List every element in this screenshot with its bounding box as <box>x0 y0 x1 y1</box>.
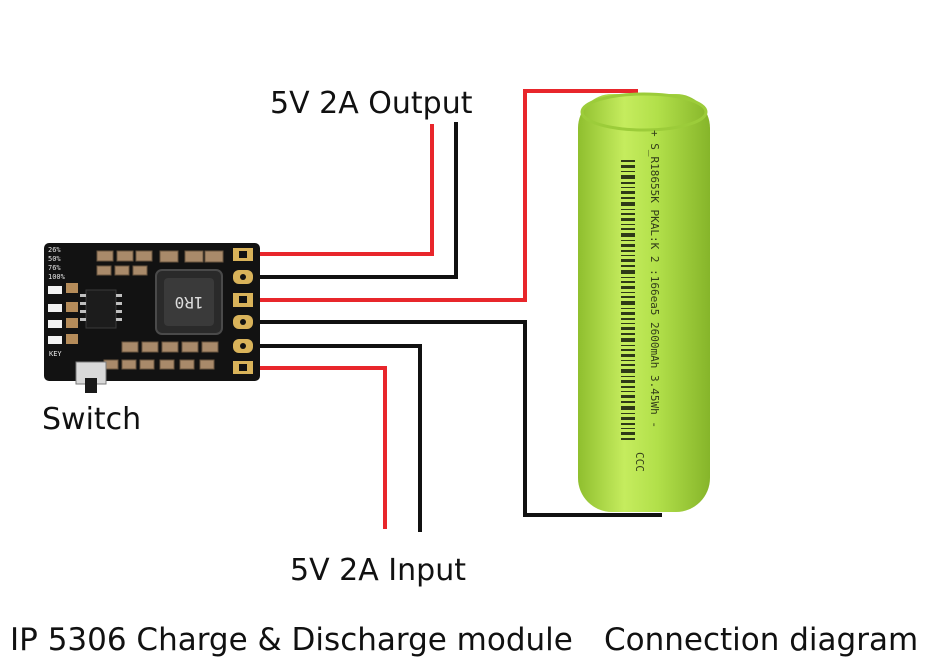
output-positive-wire <box>256 124 434 256</box>
led-resistor-1 <box>66 283 78 293</box>
input-negative-wire <box>256 344 422 532</box>
battery-negative-wire <box>256 320 662 517</box>
input-positive-wire <box>256 366 387 529</box>
led-4 <box>48 336 62 344</box>
output-negative-wire <box>256 122 458 279</box>
led-2 <box>48 304 62 312</box>
wires <box>256 89 662 532</box>
battery-body <box>578 94 710 512</box>
led-resistor-2 <box>66 302 78 312</box>
inductor-marking: 1R0 <box>175 293 204 312</box>
led-label-50: 50% <box>48 255 61 263</box>
battery-18650: + S_R18655K PKAL:K 2 :166ea5 2600mAh 3.4… <box>578 92 710 512</box>
footer-diagram-title: Connection diagram <box>604 622 918 658</box>
ip5306-chip <box>85 289 117 329</box>
battery-positive-wire <box>256 89 638 302</box>
footer-module-title: IP 5306 Charge & Discharge module <box>10 622 573 658</box>
battery-barcode <box>621 160 635 440</box>
battery-top-rim <box>580 92 708 132</box>
inductor-top <box>164 278 214 326</box>
led-label-100: 100% <box>48 273 66 281</box>
chip-pins <box>80 294 122 321</box>
led-1 <box>48 286 62 294</box>
switch-label: Switch <box>42 402 141 437</box>
led-resistor-3 <box>66 318 78 328</box>
switch-slider[interactable] <box>85 378 97 393</box>
battery-print-sub: CCC <box>633 452 646 472</box>
led-label-76: 76% <box>48 264 61 272</box>
output-label: 5V 2A Output <box>270 86 473 121</box>
led-label-26: 26% <box>48 246 61 254</box>
ip5306-module: 26% 50% 76% 100% KEY <box>44 243 260 393</box>
connector-pads <box>233 248 253 374</box>
input-label: 5V 2A Input <box>290 553 466 588</box>
led-3 <box>48 320 62 328</box>
battery-print-main: + S_R18655K PKAL:K 2 :166ea5 2600mAh 3.4… <box>648 130 661 428</box>
led-resistor-4 <box>66 334 78 344</box>
led-indicators <box>48 283 78 344</box>
key-label: KEY <box>49 350 62 358</box>
capacitors <box>96 250 224 370</box>
